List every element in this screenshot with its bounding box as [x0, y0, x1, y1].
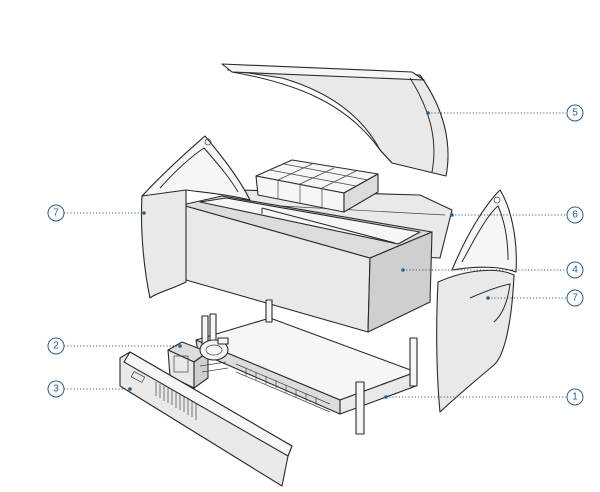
callout-label: 3 — [53, 384, 59, 395]
callout-label: 7 — [572, 293, 578, 304]
left-side-panel — [140, 135, 251, 299]
callout-7-left: 7 — [47, 204, 65, 222]
callout-label: 7 — [53, 208, 59, 219]
callout-label: 6 — [572, 210, 578, 221]
callout-6: 6 — [566, 206, 584, 224]
callout-label: 5 — [572, 108, 578, 119]
callout-leaders — [64, 111, 566, 399]
louver-vents — [155, 382, 197, 420]
callout-5: 5 — [566, 104, 584, 122]
callout-label: 4 — [572, 265, 578, 276]
curved-glass-lid — [221, 63, 449, 177]
front-grille-panel — [119, 351, 293, 487]
tray-grid — [255, 159, 379, 213]
base-frame — [195, 299, 418, 435]
vent-grille — [235, 363, 331, 413]
right-side-panel — [436, 189, 517, 413]
callout-7-right: 7 — [566, 289, 584, 307]
callout-4: 4 — [566, 261, 584, 279]
callout-label: 2 — [53, 341, 59, 352]
callout-3: 3 — [47, 380, 65, 398]
callout-label: 1 — [572, 392, 578, 403]
callout-2: 2 — [47, 337, 65, 355]
main-cabinet — [181, 195, 433, 333]
callout-1: 1 — [566, 388, 584, 406]
compressor-unit — [167, 337, 229, 389]
